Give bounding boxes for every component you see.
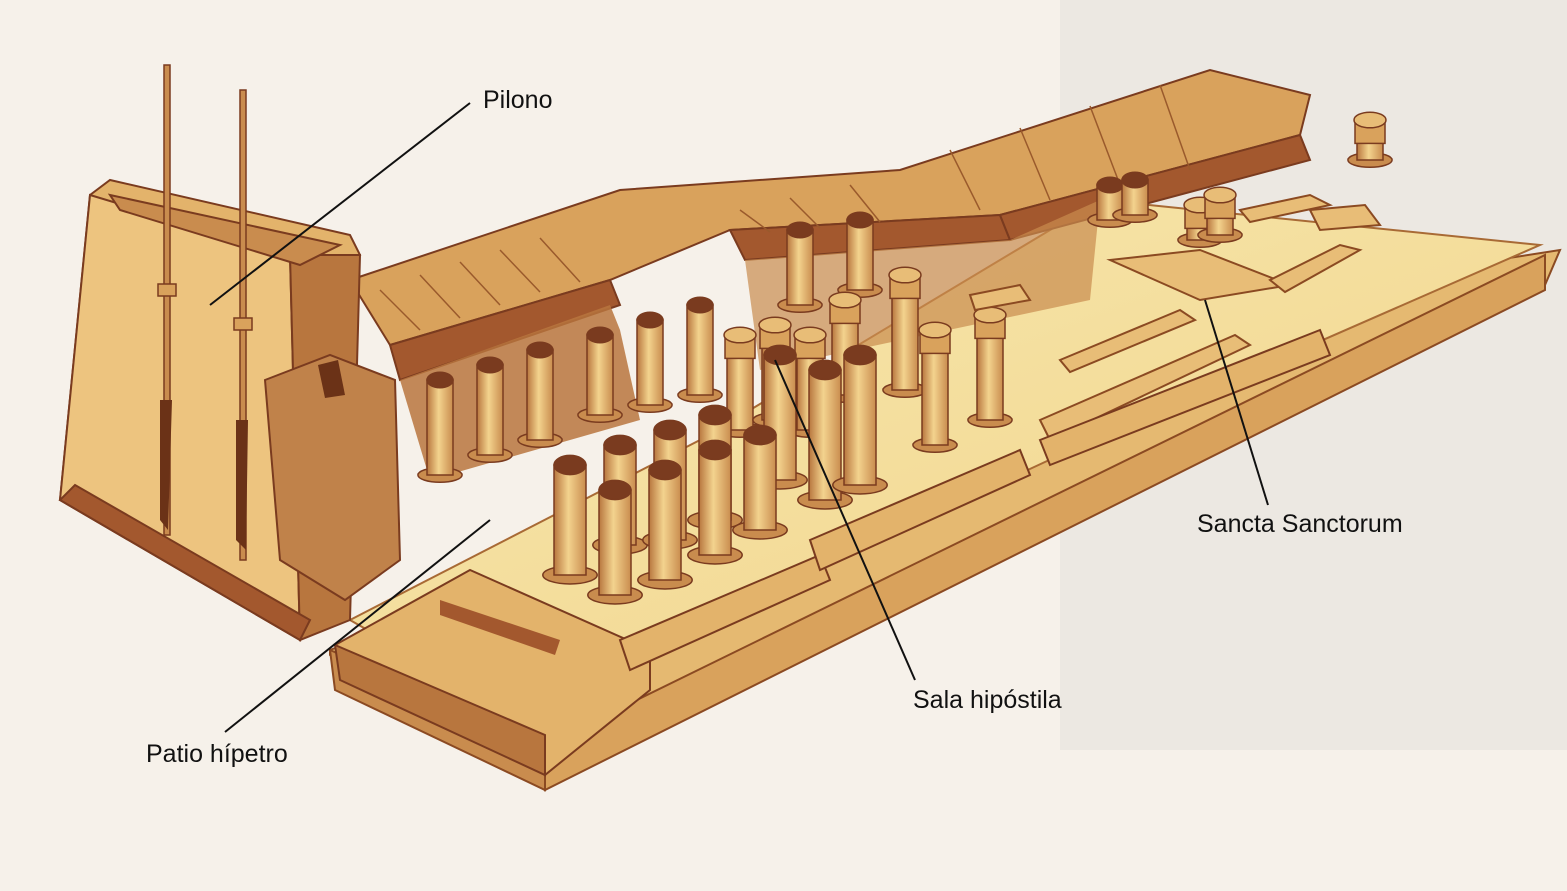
lotus-column (1197, 186, 1243, 244)
column (627, 311, 673, 414)
leader-patio-hipetro (224, 519, 491, 733)
column (677, 296, 723, 404)
column (832, 344, 888, 495)
column (732, 424, 788, 540)
lotus-column (1347, 111, 1393, 169)
label-patio-hipetro: Patio hípetro (146, 740, 288, 768)
label-sala-hipostila: Sala hipóstila (913, 686, 1062, 714)
column (637, 459, 693, 590)
lotus-column (882, 266, 928, 399)
leader-pilono (209, 102, 471, 306)
lotus-column (967, 306, 1013, 429)
pylon (58, 178, 402, 642)
label-sancta-sanctorum: Sancta Sanctorum (1197, 510, 1403, 538)
flagpoles (157, 64, 253, 561)
label-pilono: Pilono (483, 86, 553, 114)
leader-sala-hipostila (774, 359, 916, 681)
sanctuary-walls (968, 193, 1382, 442)
column (777, 221, 823, 314)
column (797, 359, 853, 510)
leader-sancta-sanctorum (1204, 299, 1269, 506)
leader-lines (209, 102, 1269, 733)
column (542, 454, 598, 585)
column (687, 439, 743, 565)
front-walls (333, 328, 1332, 777)
column (467, 356, 513, 464)
column (1112, 171, 1158, 224)
column (587, 479, 643, 605)
lotus-column (912, 321, 958, 454)
court-columns (542, 111, 1393, 605)
column (577, 326, 623, 424)
column (417, 371, 463, 484)
column (517, 341, 563, 449)
interior-wall-shadow (400, 305, 640, 480)
